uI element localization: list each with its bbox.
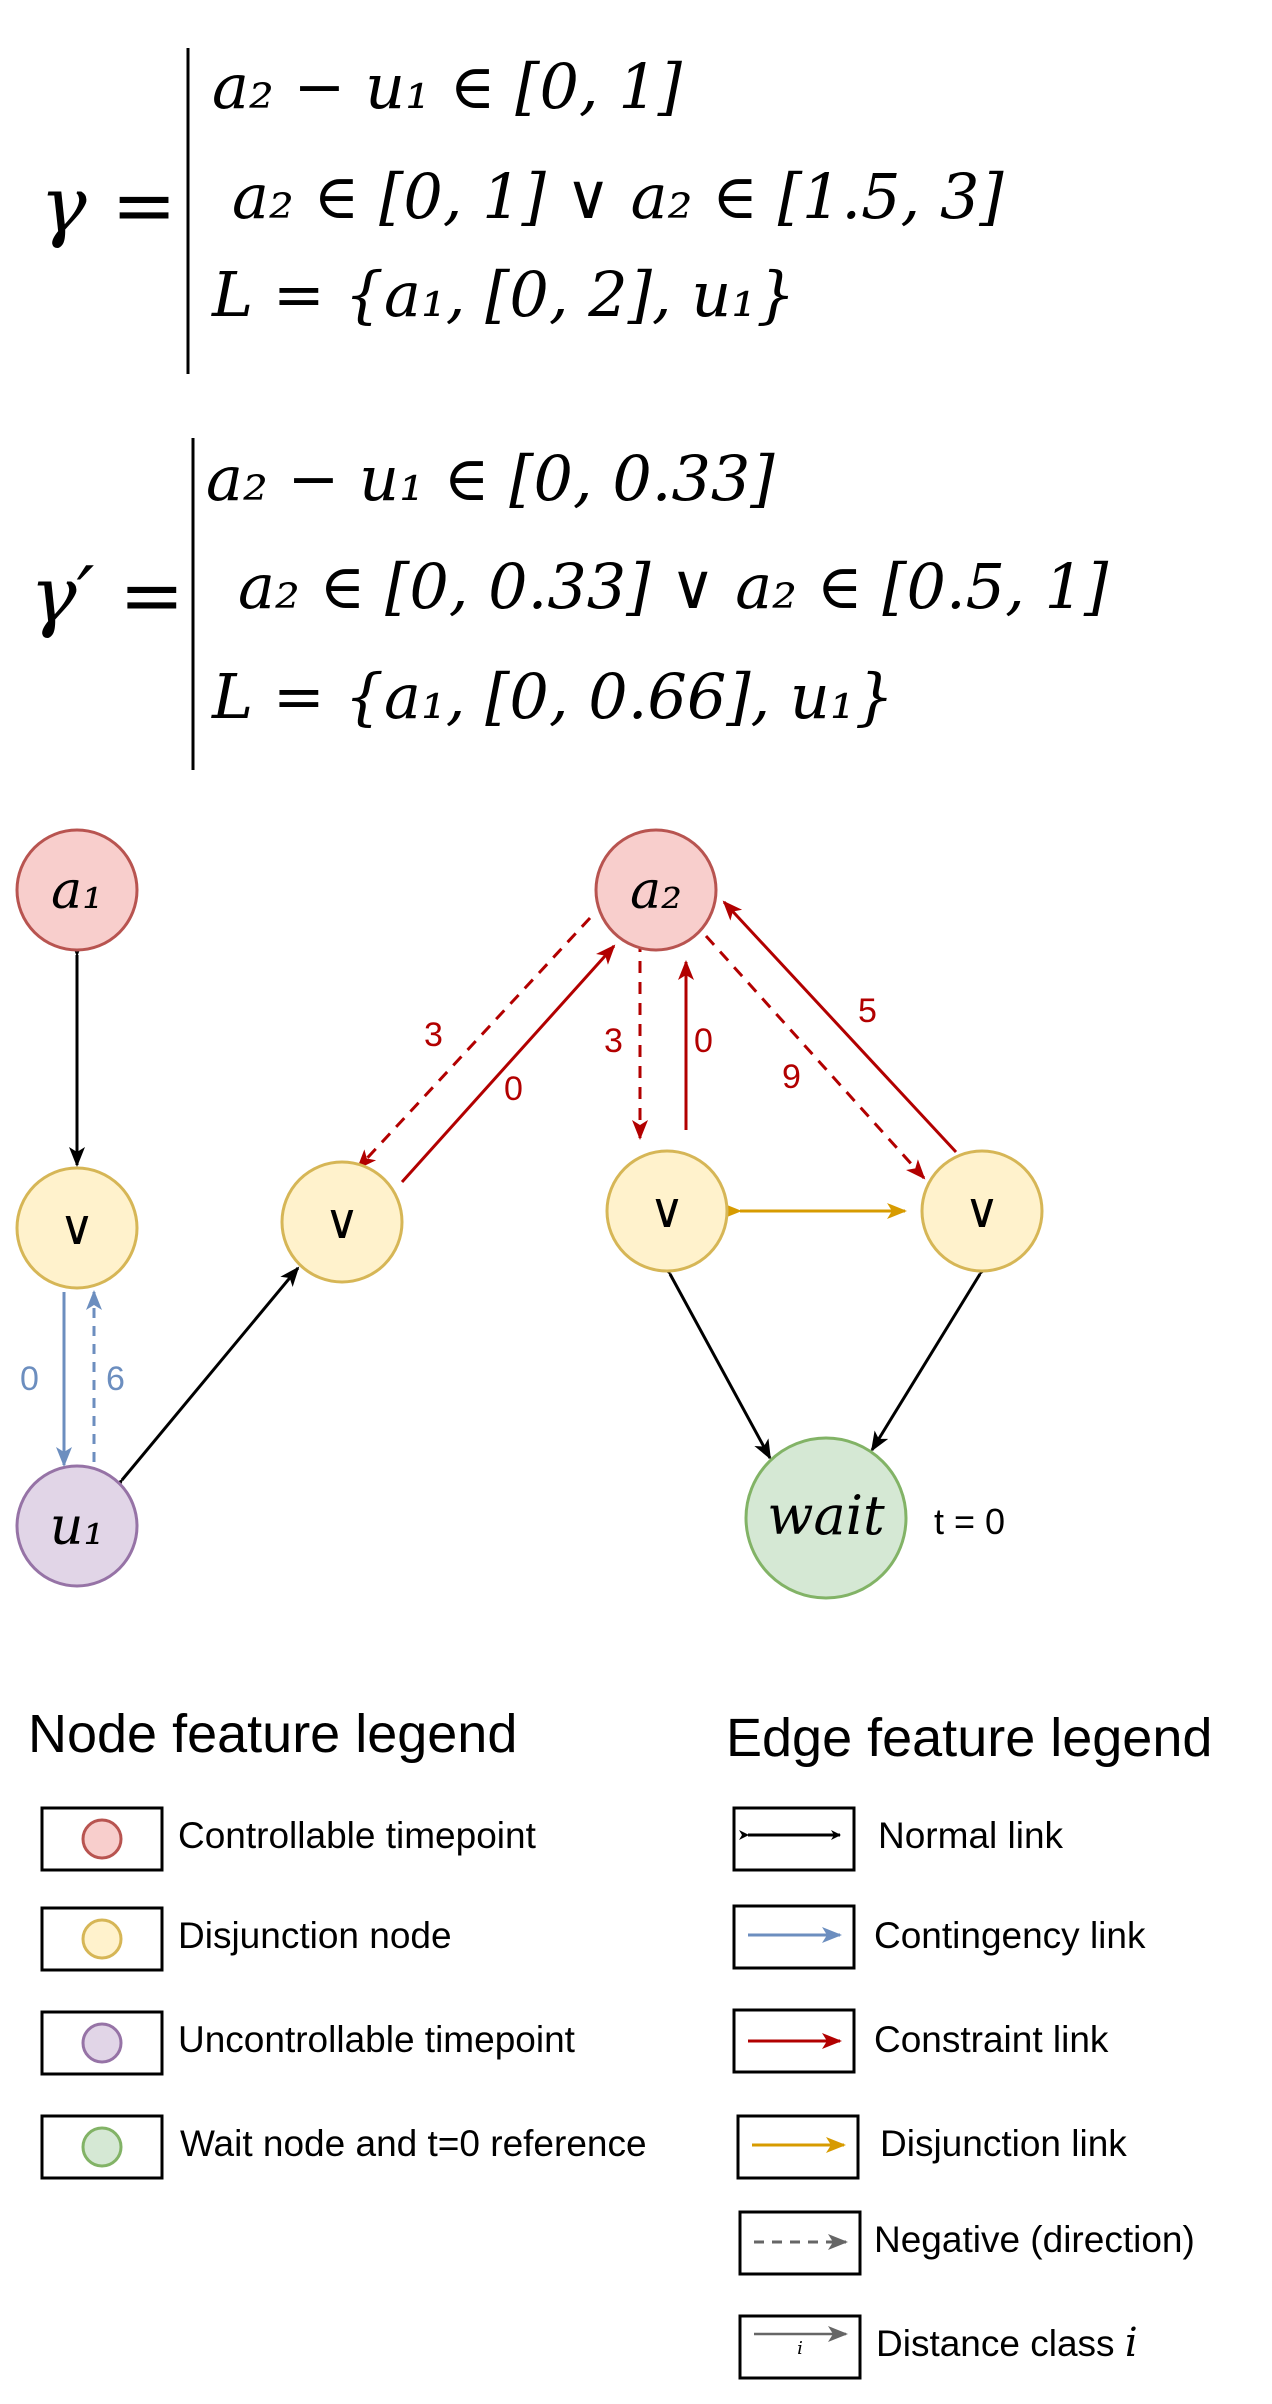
edge-legend-item-contingency: Contingency link — [732, 1904, 1146, 1970]
node-a1: a₁ — [15, 828, 139, 952]
edge-a2-d4-constraint-negative — [704, 934, 926, 1180]
graph-edge-labels: 3 0 3 0 9 5 0 6 — [20, 992, 877, 1398]
disjunction-swatch-icon — [81, 1918, 123, 1960]
node-a1-label: a₁ — [51, 861, 103, 921]
edge-d2-a2-constraint — [400, 944, 616, 1184]
uncontrollable-swatch-icon — [81, 2022, 123, 2064]
distance-class-symbol-small: i — [797, 2338, 803, 2359]
node-disjunction-4: ∨ — [920, 1149, 1044, 1273]
edge-d4-wait-normal — [870, 1254, 997, 1452]
edge-legend-label-distance: Distance class i — [876, 2320, 1138, 2366]
edge-d3-wait-normal — [654, 1254, 772, 1460]
edge-label-d4-a2: 5 — [858, 992, 877, 1030]
edge-legend-label-negative: Negative (direction) — [874, 2219, 1195, 2260]
edge-label-a2-d3: 3 — [604, 1022, 623, 1060]
formula-gamma: γ = a₂ − u₁ ∈ [0, 1] a₂ ∈ [0, 1] ∨ a₂ ∈ … — [40, 48, 1004, 374]
node-u1-label: u₁ — [50, 1497, 104, 1557]
node-disjunction-2: ∨ — [280, 1160, 404, 1284]
edge-legend-label-disjunction: Disjunction link — [880, 2123, 1127, 2164]
edge-legend-item-distance: i Distance class i — [738, 2314, 1138, 2380]
edge-u1-d2-normal — [104, 1266, 300, 1499]
edge-legend-label-distance-symbol: i — [1125, 2320, 1138, 2366]
edge-legend-label-distance-text: Distance class — [876, 2323, 1125, 2364]
formula-gamma-prime-lhs: γ′ = — [30, 551, 184, 641]
edge-legend-item-constraint: Constraint link — [732, 2008, 1109, 2074]
node-wait-label: wait — [767, 1484, 885, 1547]
edge-legend-label-contingency: Contingency link — [874, 1915, 1146, 1956]
node-legend-item-wait: Wait node and t=0 reference — [40, 2114, 647, 2180]
edge-label-a2-d2: 3 — [424, 1016, 443, 1054]
node-legend-item-uncontrollable: Uncontrollable timepoint — [40, 2010, 576, 2076]
node-legend-label-wait: Wait node and t=0 reference — [180, 2123, 647, 2164]
node-legend: Node feature legend Controllable timepoi… — [28, 1704, 647, 2180]
formula-gamma-prime: γ′ = a₂ − u₁ ∈ [0, 0.33] a₂ ∈ [0, 0.33] … — [30, 438, 1109, 770]
node-legend-label-disjunction: Disjunction node — [178, 1915, 452, 1956]
node-disjunction-1: ∨ — [15, 1166, 139, 1290]
node-disjunction-1-label: ∨ — [59, 1200, 94, 1256]
node-disjunction-3-label: ∨ — [649, 1183, 684, 1239]
node-legend-item-controllable: Controllable timepoint — [40, 1806, 537, 1872]
node-disjunction-3: ∨ — [605, 1149, 729, 1273]
formula-gamma-lhs: γ = — [40, 161, 177, 251]
edge-label-u1-d1: 6 — [106, 1360, 125, 1398]
node-u1: u₁ — [15, 1464, 139, 1588]
edge-legend-item-normal: Normal link — [732, 1806, 1064, 1872]
edge-legend-title: Edge feature legend — [726, 1708, 1212, 1768]
formula-gamma-prime-line-1: a₂ − u₁ ∈ [0, 0.33] — [206, 442, 775, 515]
formula-gamma-line-1: a₂ − u₁ ∈ [0, 1] — [212, 50, 683, 123]
edge-a2-d2-constraint-negative — [356, 916, 592, 1170]
edge-legend-item-disjunction: Disjunction link — [736, 2114, 1127, 2180]
node-legend-label-controllable: Controllable timepoint — [178, 1815, 537, 1856]
node-legend-label-uncontrollable: Uncontrollable timepoint — [178, 2019, 576, 2060]
node-legend-title: Node feature legend — [28, 1704, 517, 1764]
graph-nodes: a₁ a₂ ∨ ∨ ∨ ∨ u₁ wait t = 0 — [15, 828, 1044, 1600]
node-disjunction-4-label: ∨ — [964, 1183, 999, 1239]
edge-d4-a2-constraint — [722, 900, 958, 1154]
node-legend-item-disjunction: Disjunction node — [40, 1906, 452, 1972]
graph-edges — [56, 900, 997, 1499]
node-wait: wait — [744, 1436, 908, 1600]
formula-gamma-line-3: L = {a₁, [0, 2], u₁} — [211, 258, 796, 331]
edge-legend-label-constraint: Constraint link — [874, 2019, 1109, 2060]
controllable-swatch-icon — [81, 1818, 123, 1860]
edge-legend: Edge feature legend Normal link Continge… — [726, 1708, 1212, 2380]
node-a2-label: a₂ — [630, 861, 682, 921]
formula-gamma-prime-line-3: L = {a₁, [0, 0.66], u₁} — [211, 660, 894, 733]
wait-swatch-icon — [81, 2126, 123, 2168]
node-a2: a₂ — [594, 828, 718, 952]
t0-label: t = 0 — [934, 1501, 1005, 1542]
edge-label-d1-u1: 0 — [20, 1360, 39, 1398]
edge-legend-item-negative: Negative (direction) — [738, 2210, 1195, 2276]
node-disjunction-2-label: ∨ — [324, 1194, 359, 1250]
edge-label-a2-d4: 9 — [782, 1058, 801, 1096]
edge-label-d3-a2: 0 — [694, 1022, 713, 1060]
edge-legend-label-normal: Normal link — [878, 1815, 1064, 1856]
formula-gamma-prime-line-2: a₂ ∈ [0, 0.33] ∨ a₂ ∈ [0.5, 1] — [238, 550, 1109, 623]
formula-gamma-line-2: a₂ ∈ [0, 1] ∨ a₂ ∈ [1.5, 3] — [232, 160, 1004, 233]
edge-label-d2-a2: 0 — [504, 1070, 523, 1108]
